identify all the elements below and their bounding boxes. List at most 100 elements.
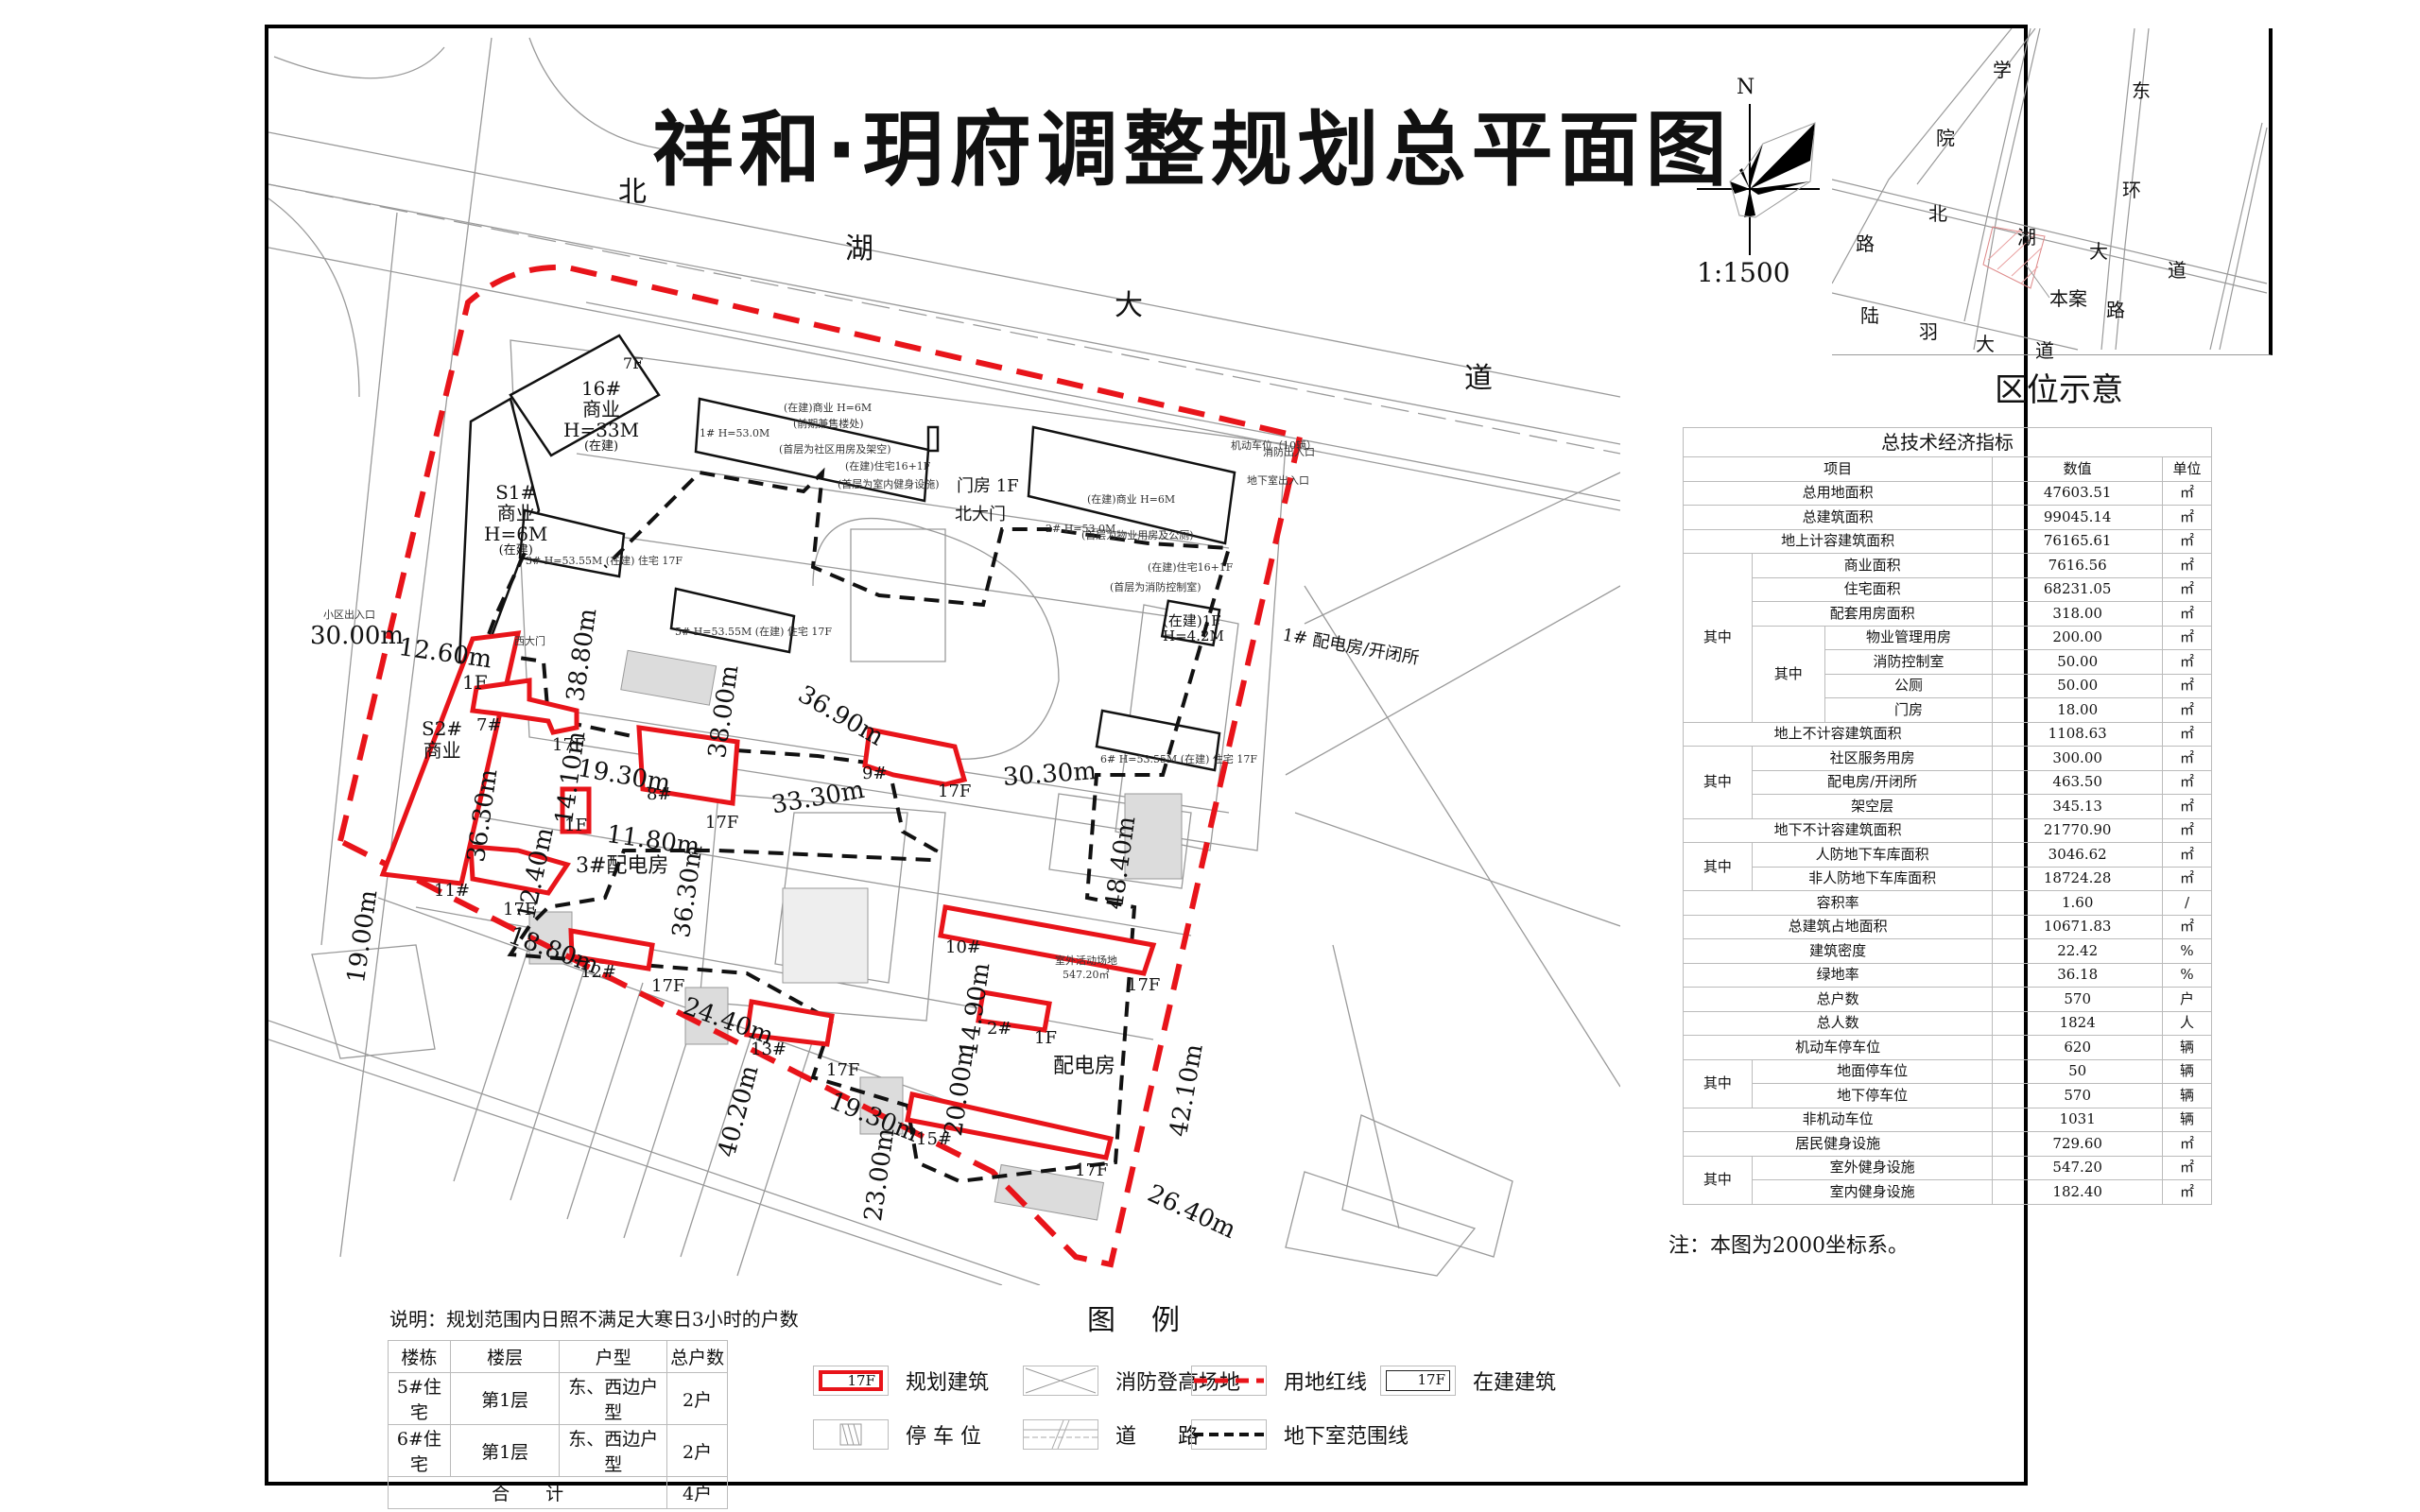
building-1-ground: (首层为社区用房及架空) [779, 443, 891, 455]
north-label: N [1737, 76, 1755, 99]
building-6-note: 6# H=53.55M (在建) 住宅 17F [1100, 753, 1257, 765]
building-7-label: 7# [476, 715, 502, 735]
site-plan-map: 北 湖 大 道 16# 商业 H=33M (在建) 7F S1# 商业 H=6M… [268, 28, 1620, 1285]
coordinate-note: 注：本图为2000坐标系。 [1668, 1234, 1909, 1258]
building-s2-label: S2# 商业 [422, 717, 463, 762]
loc-label-hu: 湖 [2017, 226, 2036, 249]
building-1-note: 1# H=53.0M [700, 427, 770, 439]
legend-red-line: 用地红线 [1191, 1366, 1367, 1396]
gatehouse-label: 门房 1F [957, 476, 1019, 496]
road-label-bei: 北 [618, 176, 647, 209]
building-3-note: 3# H=53.55M (在建) 住宅 17F [526, 555, 683, 567]
substation-2-name: 配电房 [1053, 1055, 1116, 1078]
building-1-ground2: (首层为室内健身设施) [838, 478, 940, 490]
loc-label-yuan: 院 [1936, 127, 1955, 149]
loc-label-bei: 北 [1928, 202, 1947, 225]
loc-label-da1: 大 [2089, 240, 2108, 263]
parking-swatch [813, 1419, 889, 1450]
legend-road: 道 路 [1023, 1419, 1199, 1450]
building-s1-label: S1# 商业 H=6M (在建) [484, 481, 548, 558]
red-line-swatch [1191, 1366, 1267, 1396]
building-10-floors: 17F [1127, 975, 1161, 995]
wind-rose-icon [1697, 104, 1820, 255]
scale-label: 1:1500 [1697, 257, 1790, 288]
road-label-hu: 湖 [845, 232, 873, 266]
building-15-floors: 17F [1075, 1160, 1109, 1180]
community-entrance-label: 小区出入口 [323, 609, 375, 621]
building-2-res: (在建)住宅16+1F [1148, 561, 1234, 574]
basement-entrance-label: 地下室出入口 [1247, 474, 1309, 487]
building-1-commercial: (在建)商业 H=6M [784, 402, 873, 414]
building-5-note: 5# H=53.55M (在建) 住宅 17F [675, 626, 832, 638]
road-label-da: 大 [1115, 289, 1143, 322]
drawing-title: 祥和·玥府调整规划总平面图 [652, 103, 1733, 198]
header-unit: 单位 [2162, 456, 2212, 482]
header-item: 项目 [1682, 456, 1994, 482]
road-label-dao: 道 [1464, 362, 1493, 395]
north-arrow-wind-rose: N [1678, 76, 1829, 293]
location-map-title: 区位示意 [1995, 371, 2123, 409]
substation-2-label: 2# [987, 1019, 1012, 1039]
building-8-floors: 17F [705, 813, 739, 833]
building-11-floors: 17F [503, 900, 537, 919]
building-9-label: 9# [862, 764, 888, 783]
loc-label-da2: 大 [1976, 333, 1995, 355]
building-16-floors: 7F [623, 354, 644, 372]
location-map: 学 院 路 北 湖 大 道 东 环 路 陆 羽 大 道 本案 [1831, 27, 2273, 362]
building-2-note: 2# H=53.0M [1046, 523, 1116, 535]
legend-under-construction: 17F 在建建筑 [1380, 1366, 1556, 1396]
loc-label-site: 本案 [2049, 287, 2087, 310]
location-map-roads [1831, 27, 2268, 351]
fire-entrance-label: 消防出入口 [1263, 446, 1315, 458]
loc-label-dao1: 道 [2168, 259, 2187, 282]
building-s2-floors: 1F [462, 671, 488, 694]
building-2-ground2: (首层为消防控制室) [1110, 581, 1201, 593]
building-16-label: 16# 商业 H=33M (在建) [563, 377, 640, 454]
building-7-floors: 17F [552, 735, 586, 755]
building-1-res: (在建)住宅16+1F [845, 460, 931, 472]
building-13-floors: 17F [826, 1060, 860, 1080]
loc-label-yu: 羽 [1919, 320, 1938, 343]
substation-3-name: 3#配电房 [576, 854, 669, 878]
outdoor-area-label: 547.20㎡ [1063, 969, 1110, 981]
table-header-row: 楼栋楼层户型总户数 [388, 1340, 728, 1373]
building-12-floors: 17F [651, 976, 685, 996]
legend-basement-line: 地下室范围线 [1191, 1419, 1409, 1450]
building-2-commercial: (在建)商业 H=6M [1087, 493, 1176, 506]
building-9-floors: 17F [938, 782, 972, 801]
loc-label-lu1: 路 [1856, 232, 1875, 255]
north-gate-label: 北大门 [955, 505, 1006, 524]
under-construction-swatch: 17F [1380, 1366, 1456, 1396]
basement-line-swatch [1191, 1419, 1267, 1450]
outdoor-activity-label: 室外活动场地 [1055, 954, 1117, 967]
building-8-label: 8# [647, 784, 672, 804]
planned-building-swatch: 17F [813, 1366, 889, 1396]
loc-label-dao2: 道 [2035, 339, 2054, 362]
loc-label-huan: 环 [2122, 179, 2141, 201]
